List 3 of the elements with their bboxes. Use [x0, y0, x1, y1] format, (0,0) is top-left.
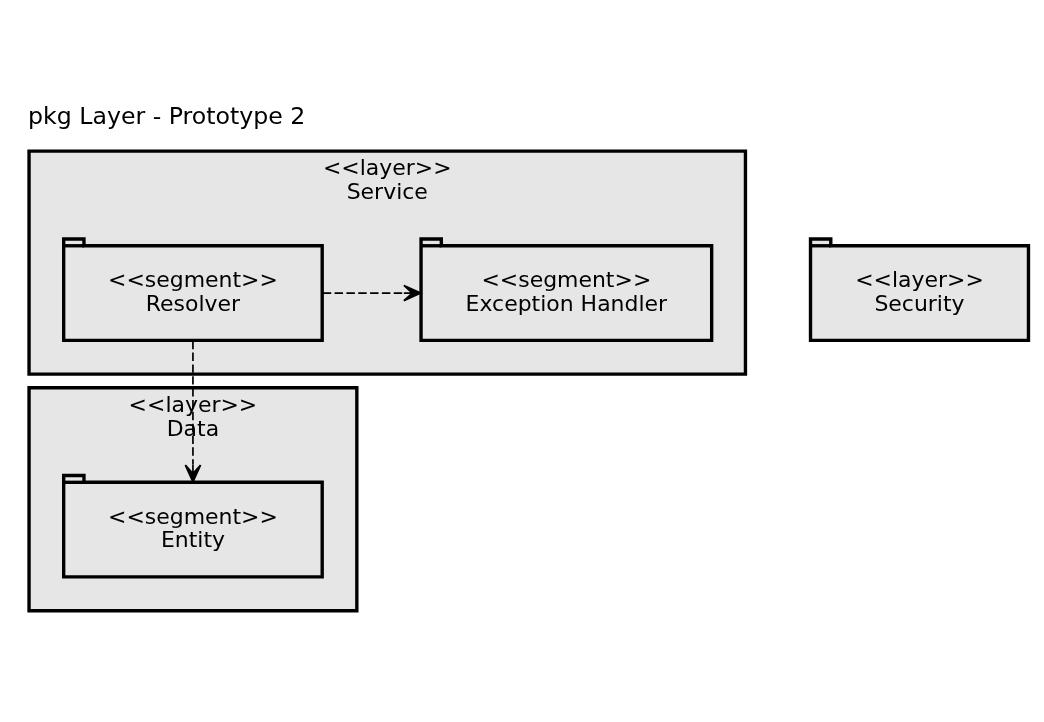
- diagram-title: pkg Layer - Prototype 2: [28, 101, 306, 130]
- arrow: [184, 339, 202, 483]
- arrow: [321, 284, 422, 301]
